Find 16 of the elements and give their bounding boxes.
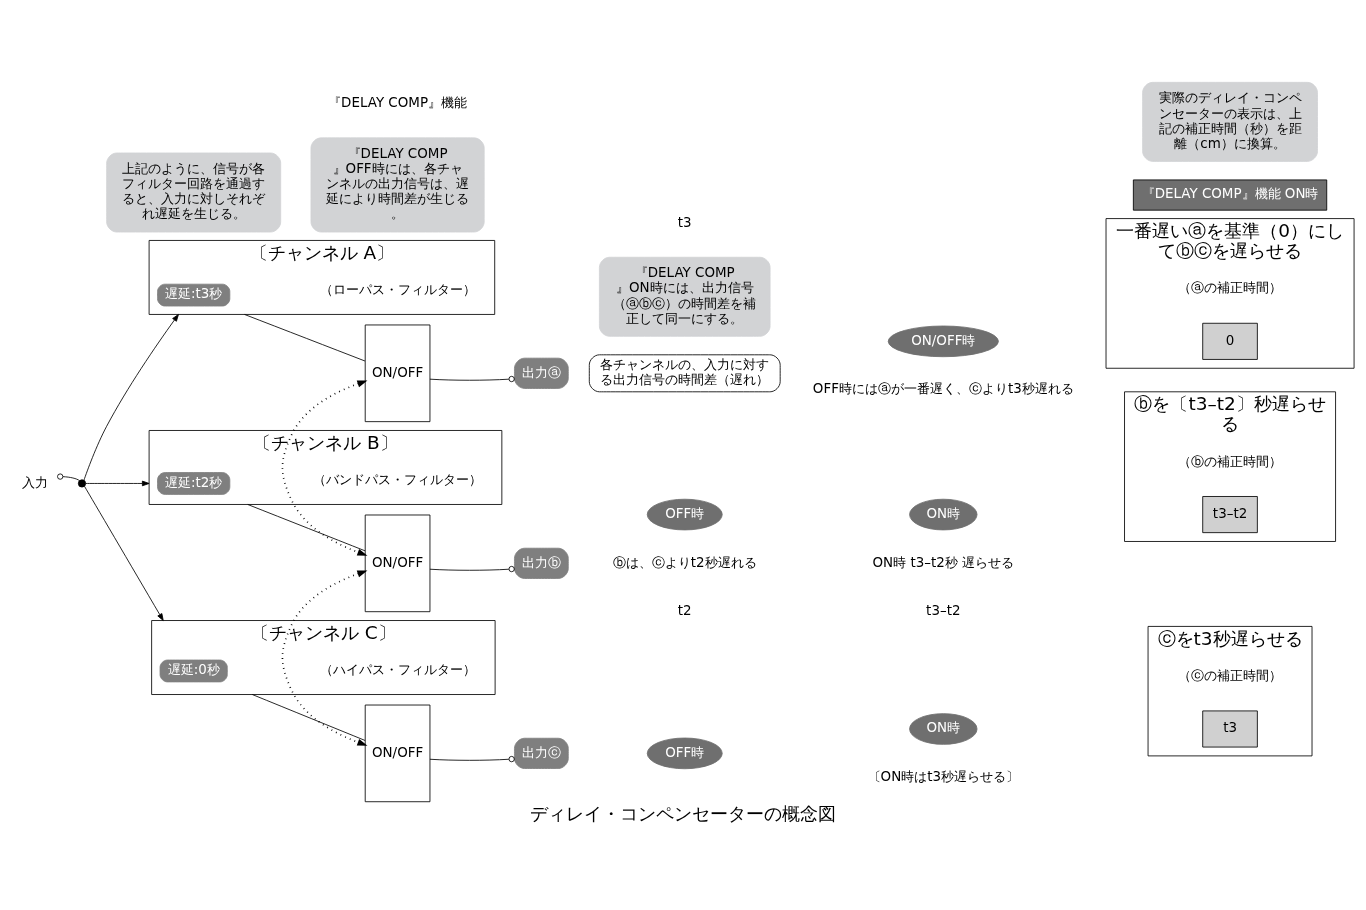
node-label: （バンドパス・フィルター） (313, 471, 483, 487)
node-label: （ⓐの補正時間） (1178, 279, 1283, 295)
label: t2 (677, 602, 692, 618)
node-text: 入力 (21, 474, 48, 490)
label: t3 (677, 214, 692, 230)
label: ON時 t3–t2秒 遅らせる (872, 554, 1015, 570)
node-label: （ハイパス・フィルター） (319, 661, 476, 677)
label: OFF時にはⓐが一番遅く、ⓒよりt3秒遅れる (812, 380, 1074, 396)
label: 『DELAY COMP』機能 (328, 94, 468, 110)
label: ⓑは、ⓒよりt2秒遅れる (612, 554, 757, 570)
node-label: （ⓒの補正時間） (1178, 667, 1283, 683)
node-label: （ローパス・フィルター） (319, 281, 476, 297)
label: 〔ON時はt3秒遅らせる〕 (867, 768, 1020, 784)
node-label: （ⓑの補正時間） (1178, 453, 1283, 469)
label: t3–t2 (926, 602, 961, 618)
caption: ディレイ・コンペンセーターの概念図 (530, 802, 836, 824)
